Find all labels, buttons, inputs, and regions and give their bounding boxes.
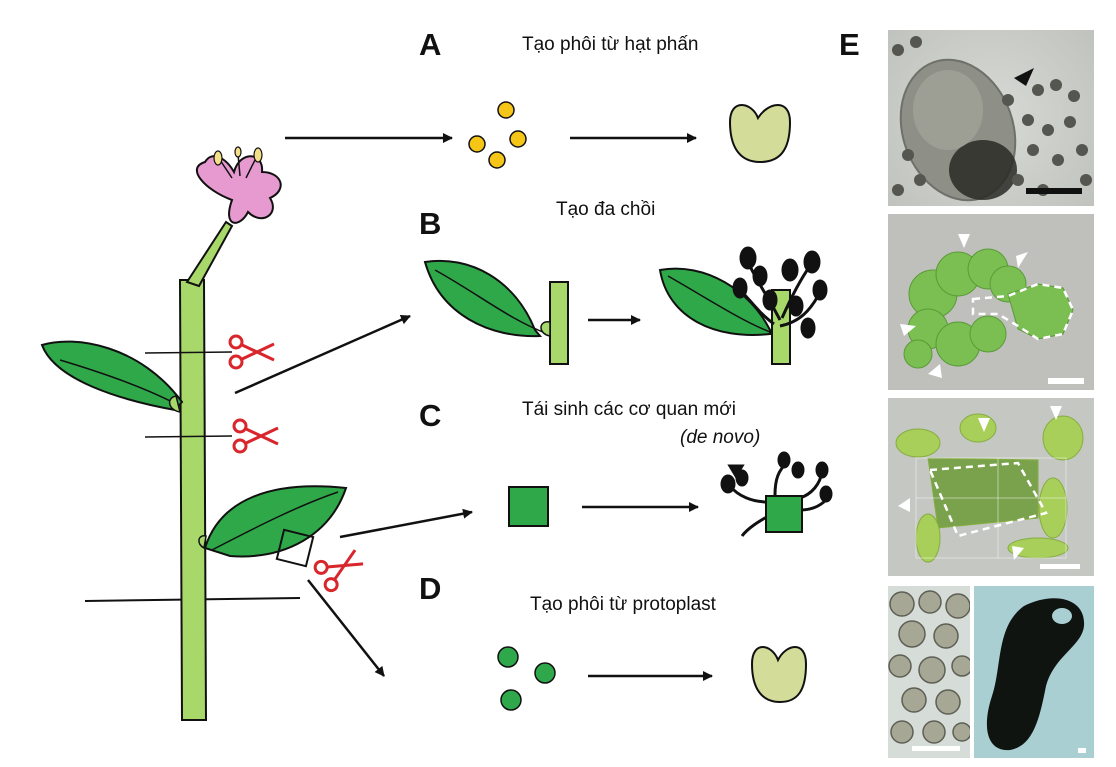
plant-illustration	[40, 146, 348, 721]
flower-icon	[196, 146, 282, 224]
panel-b-letter: B	[419, 206, 442, 241]
axillary-bud	[168, 395, 182, 413]
scale-bar	[1078, 748, 1086, 753]
micrograph-multiple-shoots	[888, 214, 1094, 390]
scissors-icon	[313, 549, 364, 593]
leaf-explant	[508, 486, 549, 527]
panel-d-caption: Tạo phôi từ protoplast	[530, 594, 716, 615]
arrow-icon	[339, 508, 473, 539]
axillary-bud	[540, 321, 551, 337]
main-stem	[178, 279, 208, 721]
leaf-icon	[203, 485, 348, 558]
panel-a-artwork	[468, 101, 792, 169]
cut-line	[144, 435, 233, 438]
panel-d-artwork	[497, 646, 808, 711]
micrograph-protoplast-embryo	[974, 586, 1094, 758]
micrograph-de-novo-organs	[888, 398, 1094, 576]
panel-c-caption: Tái sinh các cơ quan mới	[522, 399, 736, 420]
shoot-icon	[732, 246, 828, 339]
arrow-icon	[234, 314, 411, 395]
panel-d-letter: D	[419, 571, 442, 606]
panel-c-caption-italic: (de novo)	[680, 427, 761, 448]
protoplast	[497, 646, 519, 668]
arrows-from-plant	[234, 133, 473, 677]
panel-a-letter: A	[419, 27, 442, 62]
scale-bar	[1026, 188, 1082, 194]
arrow-icon	[307, 579, 385, 677]
scissors-icon	[228, 334, 275, 370]
cut-line	[144, 351, 233, 354]
scissors-icon	[232, 418, 279, 454]
scale-bar	[1040, 564, 1080, 569]
panel-c-letter: C	[419, 398, 442, 433]
pollen-grain	[509, 130, 527, 148]
pollen-grain	[497, 101, 515, 119]
stem-segment	[549, 281, 569, 365]
micrograph-pollen-embryo	[888, 30, 1094, 206]
pollen-grain	[468, 135, 486, 153]
protoplast	[500, 689, 522, 711]
embryo-icon	[728, 104, 792, 164]
leaf-explant-outline	[275, 528, 315, 568]
micrograph-protoplasts	[888, 586, 970, 758]
panel-e-letter: E	[839, 27, 860, 62]
axillary-bud	[198, 535, 207, 550]
flower-stalk	[185, 220, 234, 288]
leaf-explant	[765, 495, 803, 533]
scale-bar	[1048, 378, 1084, 384]
panel-b-artwork	[423, 246, 828, 365]
panel-a-caption: Tạo phôi từ hạt phấn	[522, 34, 699, 55]
protoplast	[534, 662, 556, 684]
panel-b-caption: Tạo đa chồi	[556, 199, 656, 220]
embryo-icon	[750, 646, 808, 704]
scale-bar	[912, 746, 960, 751]
leaf-icon	[40, 340, 184, 412]
pollen-grain	[488, 151, 506, 169]
panel-c-artwork	[508, 451, 833, 537]
